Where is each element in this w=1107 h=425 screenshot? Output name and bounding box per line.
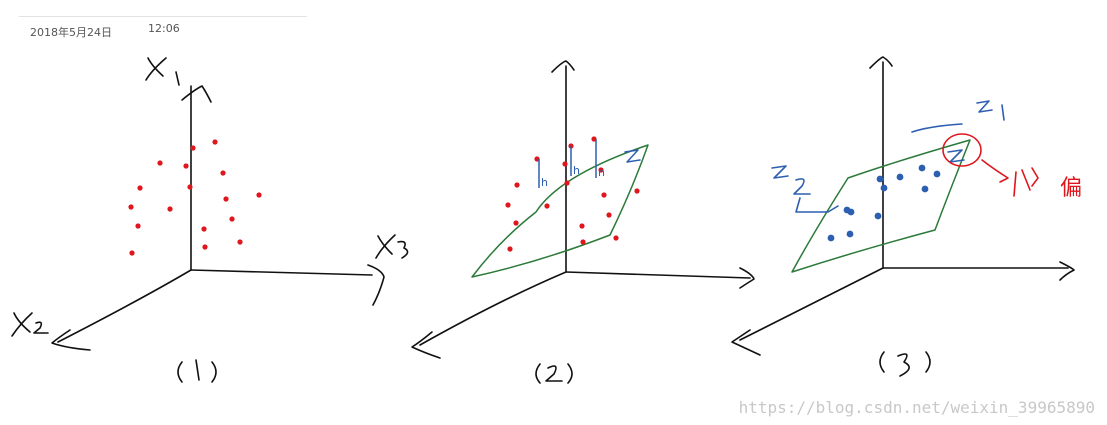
panel2-z-glyph	[624, 149, 641, 163]
panel2-point	[579, 223, 585, 229]
note-date: 2018年5月24日	[30, 26, 112, 39]
panel1-point	[167, 206, 173, 212]
axis-letter-glyphs	[11, 57, 409, 337]
panel2-point	[634, 188, 640, 194]
panel2-point	[580, 239, 586, 245]
panel2-point	[598, 167, 604, 173]
panel1-point	[183, 163, 189, 169]
panel3-point	[847, 208, 855, 216]
panel2-point	[513, 220, 519, 226]
panel2-point	[564, 180, 570, 186]
projection-label: h	[598, 166, 605, 179]
panel3-point	[896, 173, 904, 181]
panel1-point	[229, 216, 235, 222]
red-circle	[942, 133, 982, 167]
panel1-point	[201, 226, 207, 232]
projection-label: h	[573, 164, 580, 177]
panel2-plane	[471, 144, 649, 278]
panel1-point	[129, 250, 135, 256]
panel1-axes	[51, 85, 385, 351]
panel1-point	[202, 244, 208, 250]
panel2-axes	[411, 60, 755, 359]
panel1-point	[212, 139, 218, 145]
plane-z-glyph	[947, 149, 965, 163]
panel1-point	[157, 160, 163, 166]
panel2-point	[507, 246, 513, 252]
panel1-point	[223, 196, 229, 202]
panel2-point	[544, 203, 550, 209]
panel3-point	[921, 185, 929, 193]
z1-pointer-line	[911, 123, 963, 133]
panel1-point	[135, 223, 141, 229]
projection-label: h	[541, 176, 548, 189]
bias-glyph-a	[1013, 167, 1039, 197]
panel3-point	[933, 170, 941, 178]
panel3-point	[846, 230, 854, 238]
panel1-point	[220, 170, 226, 176]
panel1-point	[128, 204, 134, 210]
red-arrow	[981, 159, 1009, 183]
panel2-point	[606, 212, 612, 218]
panel2-point	[562, 161, 568, 167]
panel3-point	[876, 175, 884, 183]
panel1-point	[237, 239, 243, 245]
panel1-point	[187, 184, 193, 190]
panel2-point	[613, 235, 619, 241]
panel3-point	[874, 212, 882, 220]
panel3-point	[827, 234, 835, 242]
z2-glyph	[771, 165, 811, 195]
panel1-point	[137, 185, 143, 191]
panel2-point	[514, 182, 520, 188]
panel3-plane	[791, 139, 971, 273]
panel1-point	[256, 192, 262, 198]
watermark: https://blog.csdn.net/weixin_39965890	[738, 398, 1095, 417]
panel3-point	[880, 184, 888, 192]
note-header: 2018年5月24日 12:06	[19, 16, 307, 41]
panel2-point	[601, 192, 607, 198]
panel2-point	[505, 202, 511, 208]
bias-label: 偏	[1060, 176, 1082, 201]
z1-glyph	[976, 100, 1005, 121]
panel-label-glyphs	[177, 351, 931, 384]
points-layer	[128, 136, 941, 256]
panel3-point	[918, 164, 926, 172]
panel3-axes	[731, 56, 1075, 356]
panel1-point	[190, 145, 196, 151]
note-time: 12:06	[148, 22, 180, 35]
z2-bracket	[795, 197, 839, 213]
